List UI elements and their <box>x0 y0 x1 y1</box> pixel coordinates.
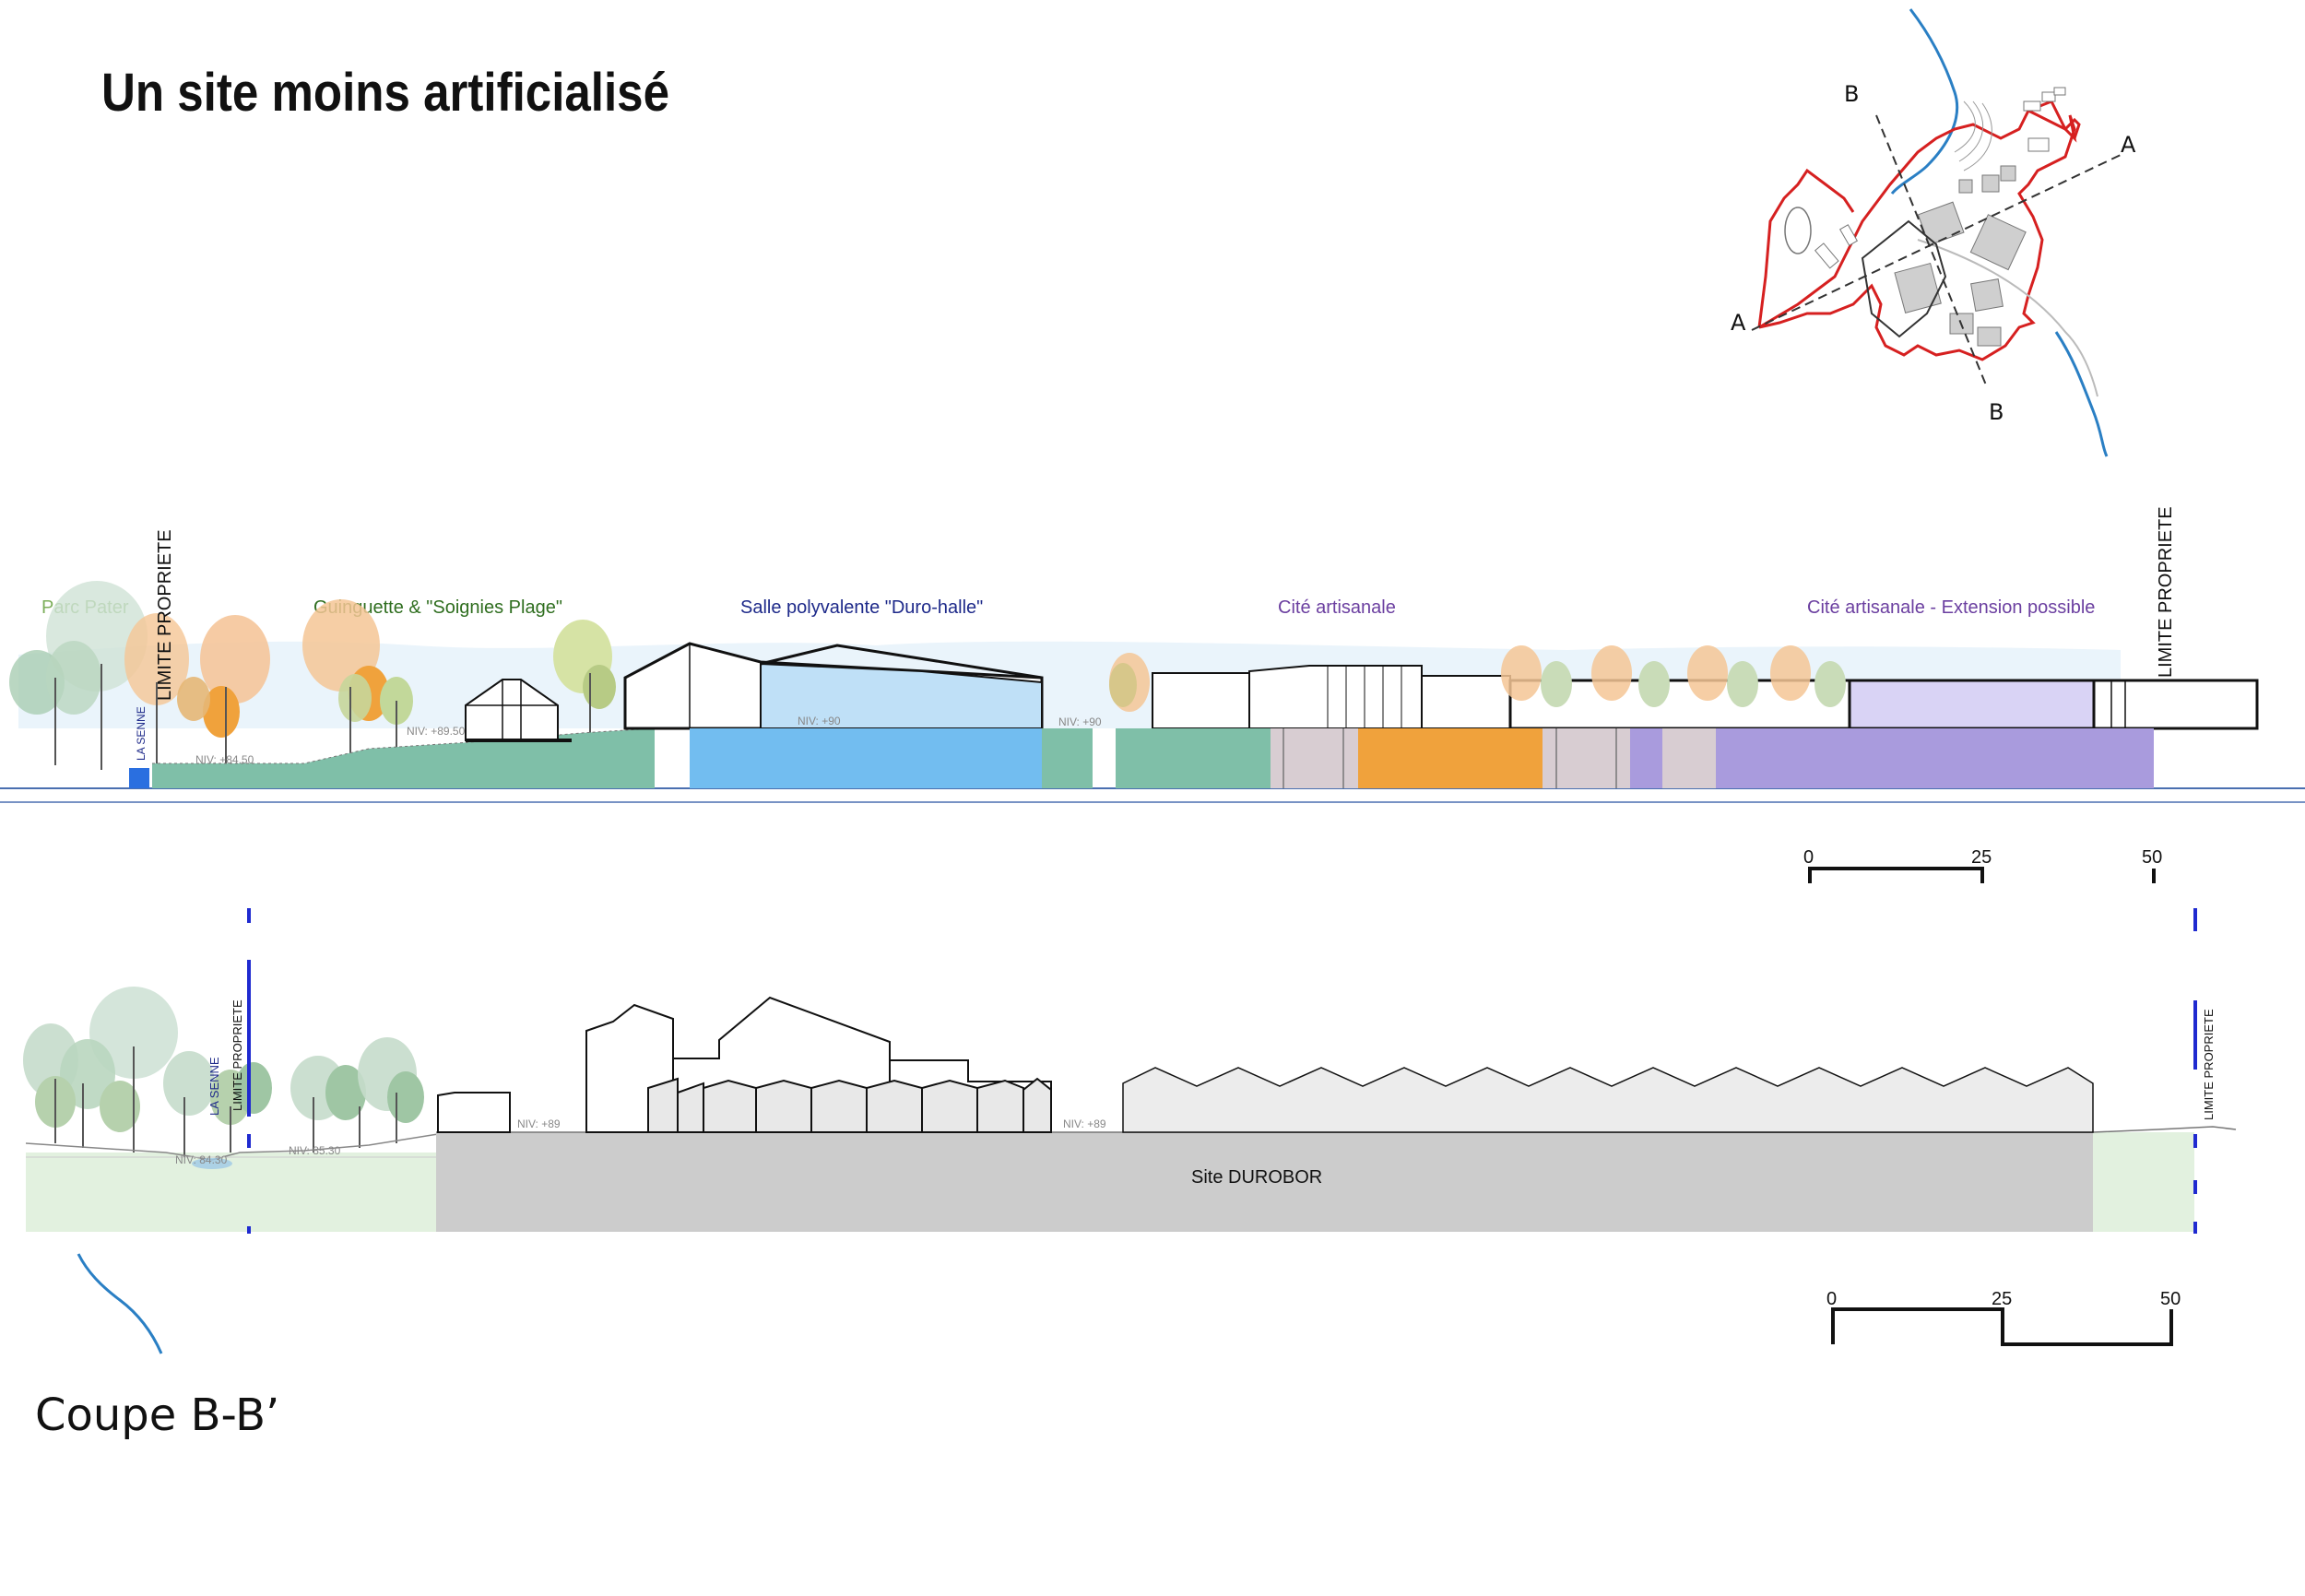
ground-right <box>2093 1132 2194 1232</box>
level-label: NIV: 85.30 <box>289 1144 341 1157</box>
page-title: Un site moins artificialisé <box>101 63 669 123</box>
level-label: NIV: 84.30 <box>175 1153 228 1166</box>
site-label: Site DUROBOR <box>1191 1167 1322 1188</box>
key-map-building <box>2000 165 2016 182</box>
scale-tick: 0 <box>1826 1289 1837 1309</box>
section-b: LA SENNE NIV: 84.30 NIV: 85.30 LIMITE PR… <box>23 908 2237 1354</box>
key-map-building <box>2041 91 2056 102</box>
zone-label-salle-polyvalente: Salle polyvalente "Duro-halle" <box>740 597 983 618</box>
river-la-senne <box>129 768 149 788</box>
duro-halle-building <box>623 642 1093 788</box>
level-label: NIV: +89.50 <box>407 725 466 738</box>
key-map-building <box>1838 224 1859 246</box>
scale-tick: 50 <box>2160 1289 2181 1309</box>
river-line-south <box>2054 331 2109 457</box>
key-map-building <box>2023 100 2041 112</box>
level-label: NIV: +89 <box>1063 1117 1106 1130</box>
section-marker: B <box>1989 399 2004 425</box>
building-small <box>437 1092 511 1133</box>
scale-tick: 0 <box>1803 847 1814 868</box>
section-marker: A <box>1731 310 1746 336</box>
key-map-building <box>1977 326 2002 347</box>
river-label: LA SENNE <box>207 1057 221 1116</box>
caption: Coupe B-B’ <box>35 1389 279 1441</box>
key-map-building <box>2053 87 2066 96</box>
basement-orange <box>1358 728 1543 788</box>
key-map-building <box>2027 137 2050 152</box>
key-map-building <box>1917 201 1965 246</box>
trees-cite-artisanale <box>1501 645 1846 707</box>
section-line-b <box>1875 114 1988 388</box>
level-label: NIV: +89 <box>517 1117 561 1130</box>
site-boundary <box>1758 100 2077 361</box>
section-line-a <box>1751 154 2122 331</box>
level-label: NIV: +90 <box>798 715 841 727</box>
terrain-profile <box>152 727 656 764</box>
key-map: B A A B <box>1731 8 2136 457</box>
scale-tick: 25 <box>1992 1289 2012 1309</box>
trees-left <box>23 987 424 1157</box>
scale-tick: 25 <box>1971 847 1992 868</box>
zone-label-extension: Cité artisanale - Extension possible <box>1807 597 2095 618</box>
basement-violet <box>1630 728 1662 788</box>
section-marker: B <box>1844 81 1859 107</box>
key-map-contours <box>1954 100 1992 171</box>
terrain-profile <box>25 1133 439 1161</box>
building-complex <box>585 996 1052 1133</box>
site-boundary-north <box>2027 109 2081 139</box>
section-a: Parc Pater Guinguette & "Soignies Plage"… <box>0 506 2305 803</box>
river-line <box>1890 8 1959 195</box>
key-map-building <box>1958 179 1973 194</box>
level-label: NIV: +90 <box>1058 715 1102 728</box>
river-la-senne <box>192 1158 232 1169</box>
key-map-pond <box>1784 207 1812 254</box>
scale-tick: 50 <box>2142 847 2162 868</box>
key-map-building-outline <box>1861 219 1947 338</box>
guinguette-pavilion <box>465 679 572 742</box>
basement-violet <box>1716 728 2154 788</box>
key-map-building <box>1970 278 2004 312</box>
ground-guinguette <box>152 728 655 788</box>
key-map-road <box>1917 239 2098 397</box>
limite-propriete-right: LIMITE PROPRIETE <box>2202 1009 2216 1120</box>
duro-halle-basement <box>690 728 1042 788</box>
key-map-building <box>1814 242 1839 269</box>
ground-strip <box>1116 728 1271 788</box>
limite-propriete-right: LIMITE PROPRIETE <box>2156 506 2176 678</box>
level-label: NIV: +84.50 <box>195 753 254 766</box>
key-map-building <box>1969 214 2027 271</box>
river-label: LA SENNE <box>135 706 148 761</box>
key-map-building <box>1981 174 2000 193</box>
section-marker: A <box>2121 132 2136 158</box>
river-line <box>77 1253 163 1354</box>
extension-volume <box>1848 679 2096 730</box>
basement-mauve <box>1543 728 1630 788</box>
limite-propriete-left: LIMITE PROPRIETE <box>155 529 175 701</box>
basement-mauve <box>1662 728 1716 788</box>
site-boundary-west <box>1757 168 1855 328</box>
key-map-building <box>1894 262 1942 314</box>
zone-label-cite-artisanale: Cité artisanale <box>1278 597 1396 618</box>
scale-bar-a: 0 25 50 <box>1803 847 2162 883</box>
ground-left <box>26 1153 436 1232</box>
ground-strip <box>1042 728 1093 788</box>
trees-parc-pater <box>9 581 616 774</box>
sawtooth-hall <box>1122 1067 2094 1133</box>
scale-bar-b: 0 25 50 <box>1826 1289 2181 1346</box>
terrain-profile-right <box>2092 1126 2237 1133</box>
zone-label-guinguette: Guinguette & "Soignies Plage" <box>313 597 562 618</box>
limite-propriete-left: LIMITE PROPRIETE <box>230 999 244 1111</box>
site-durobor-ground <box>436 1132 2093 1232</box>
